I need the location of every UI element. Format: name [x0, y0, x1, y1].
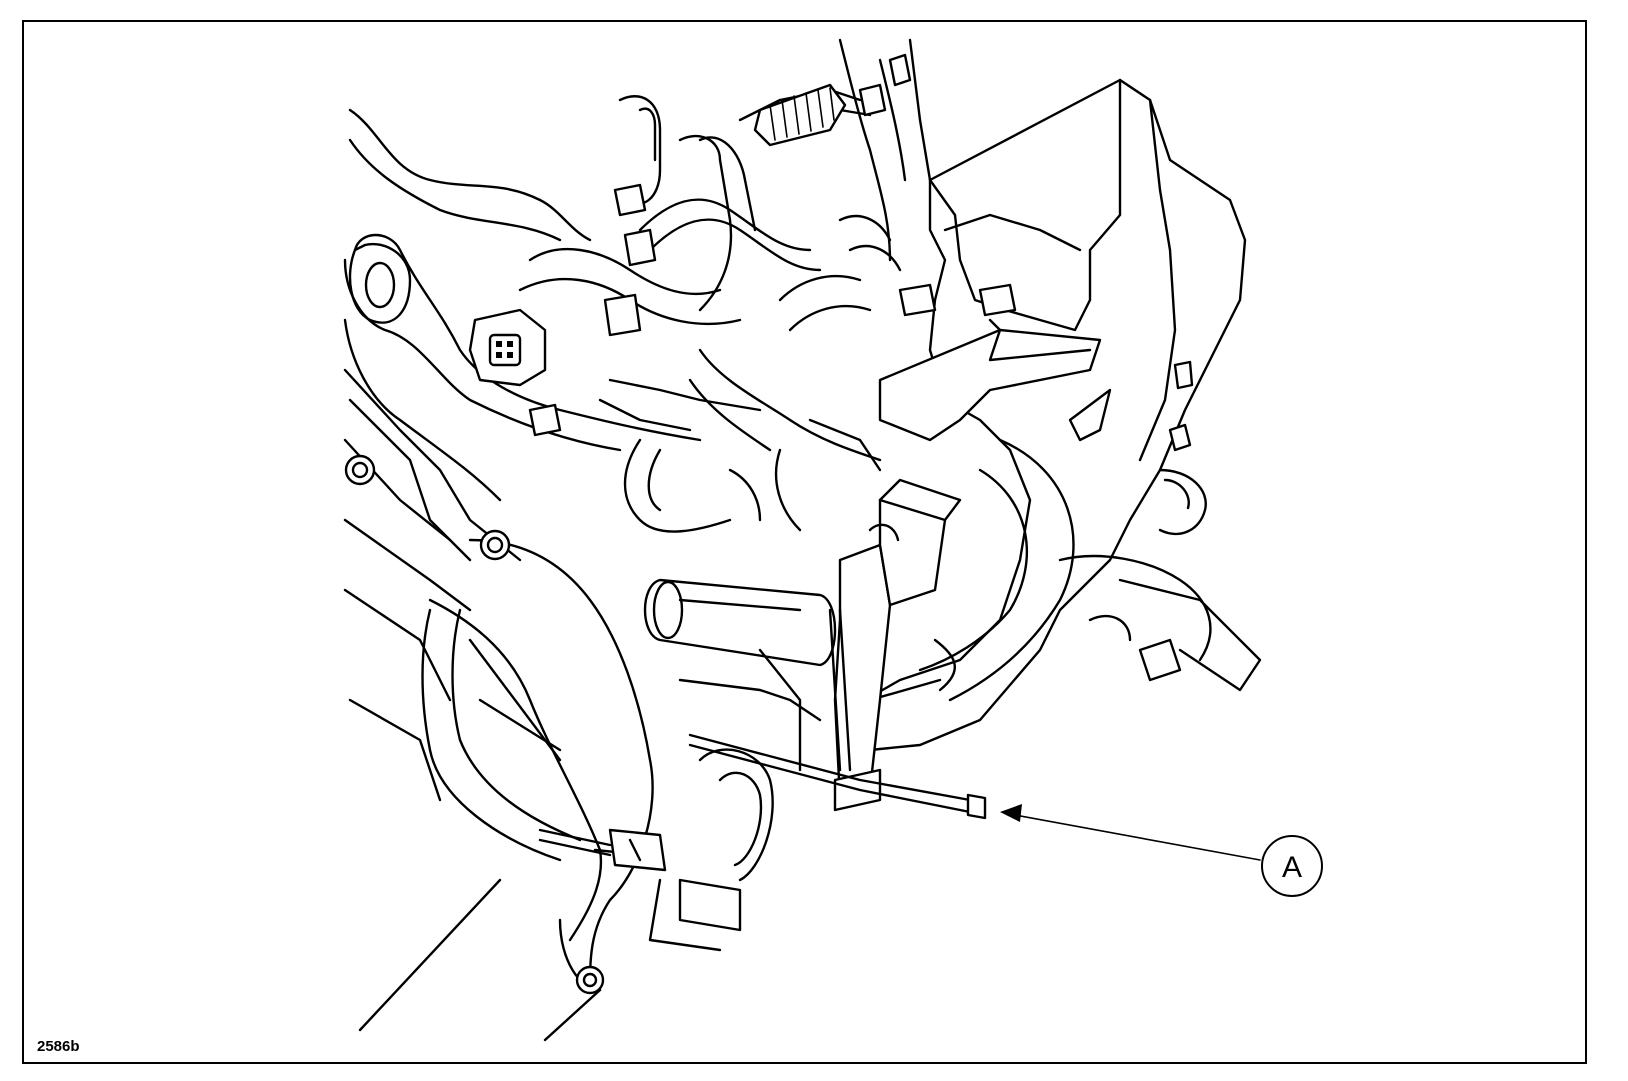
bottom-reference-lines [358, 828, 667, 1042]
bolts [344, 454, 605, 995]
callout-circle-icon [1261, 835, 1323, 897]
figure-id-label: 2586b [37, 1038, 80, 1055]
callout-a: A [1000, 804, 1323, 897]
manifold-runner [421, 538, 654, 992]
duct-bracket [878, 318, 1112, 442]
arrow-icon [1000, 804, 1022, 822]
lower-block [648, 468, 1262, 952]
callout-letter-a: A [1282, 851, 1302, 884]
corrugated-boot [753, 83, 887, 147]
figure-frame [22, 20, 1587, 1064]
manifold-body [343, 108, 702, 802]
small-connectors [528, 53, 1194, 682]
sensor-connector [468, 308, 547, 387]
puller-tool[interactable] [643, 478, 987, 820]
